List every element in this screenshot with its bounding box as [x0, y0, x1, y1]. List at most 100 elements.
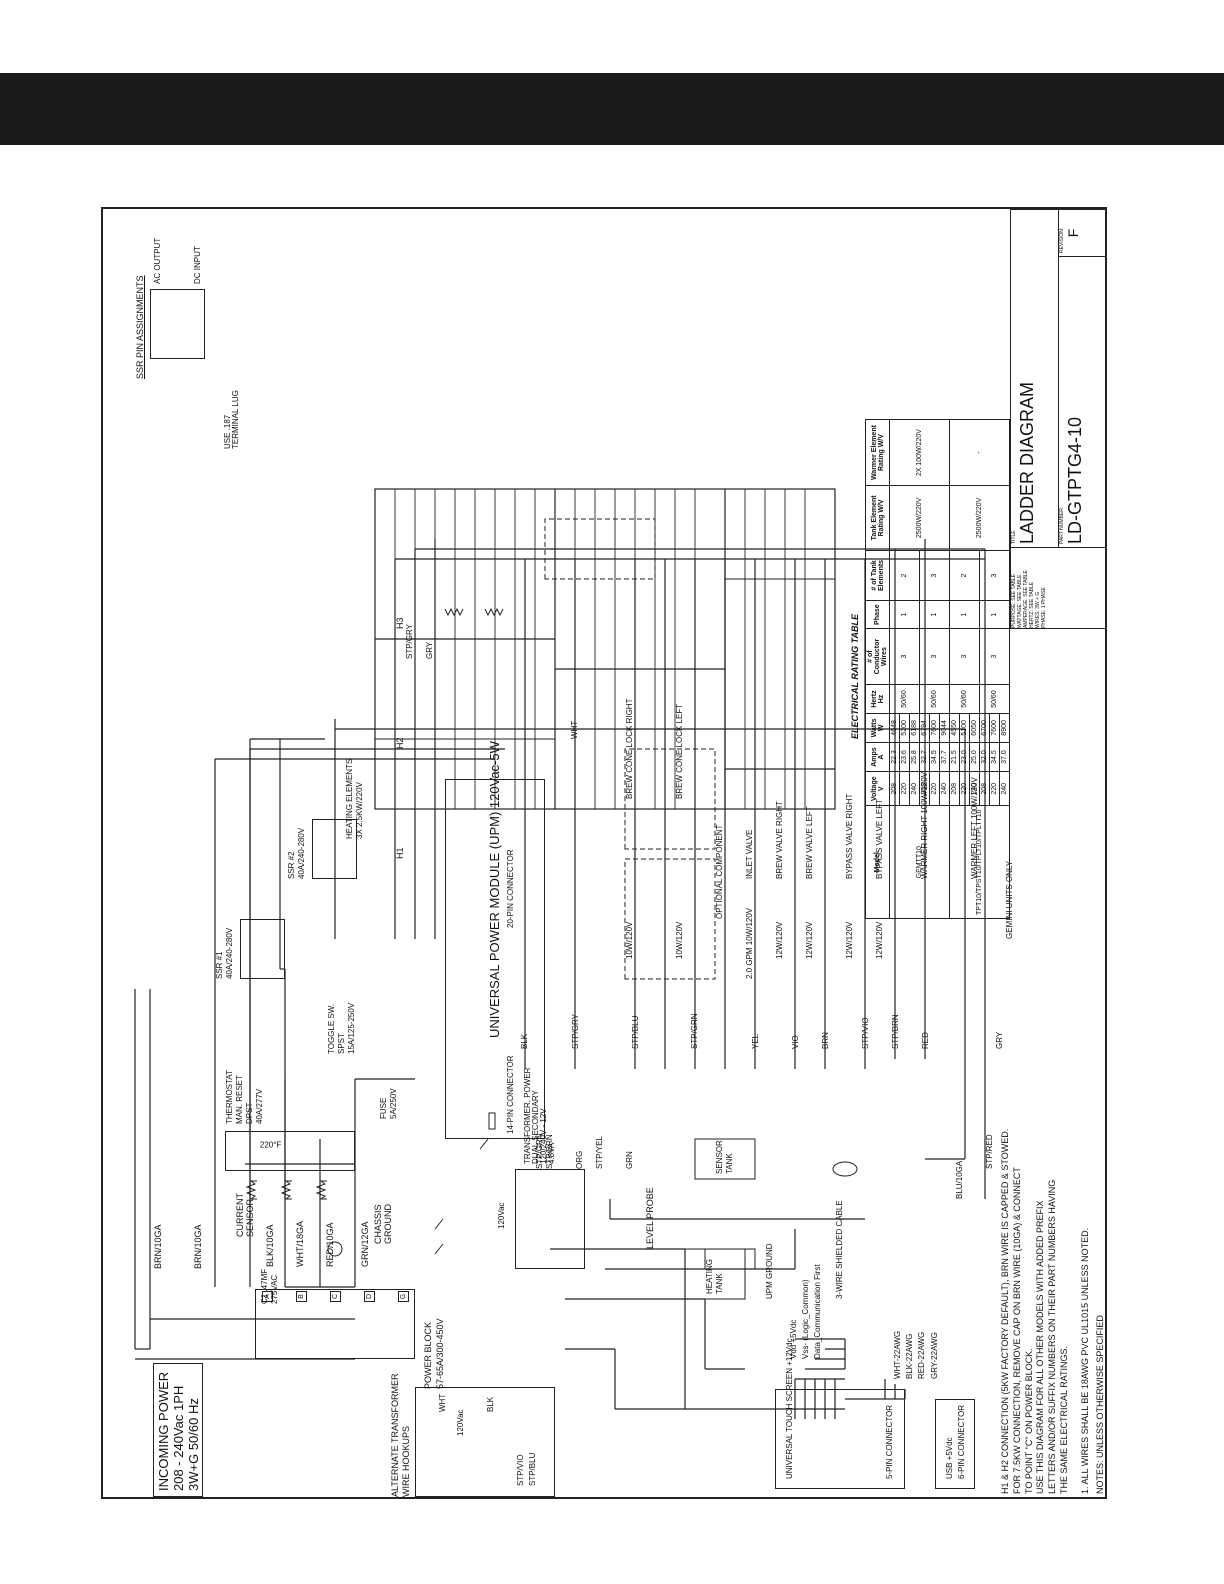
- load-12w-1: 12W/120V: [775, 921, 784, 959]
- rt-voltage: 240: [909, 771, 920, 806]
- rt-phase: 1: [919, 600, 950, 629]
- rt-amps: 23.0: [959, 742, 970, 772]
- rt-amps: 37.0: [999, 742, 1010, 772]
- alt-transformer-stpvio: STP/VIO: [516, 1454, 525, 1486]
- wire-stpred: STP/RED: [985, 1134, 994, 1169]
- wire-label-blk10: BLK/10GA: [265, 1224, 275, 1267]
- rating-table: Model Voltage V Amps A Watts W Hertz Hz …: [865, 419, 1010, 919]
- rt-phase: 1: [889, 600, 920, 629]
- rt-voltage: 220: [899, 771, 910, 806]
- thermostat-temp: 220°F: [259, 1140, 282, 1150]
- load-optional: OPTIONAL COMPONENT: [715, 824, 724, 919]
- wire-label-red10: RED/10GA: [325, 1222, 335, 1267]
- wire-blu10: BLU/10GA: [955, 1160, 964, 1199]
- load-brew-cone-right: BREW CONE LOCK RIGHT: [625, 698, 634, 799]
- alt-transformer-wht: WHT: [438, 1393, 447, 1412]
- thermostat-box: 220°F: [225, 1131, 355, 1171]
- ssr-pin-box: [150, 289, 205, 359]
- wire-red-out: RED: [921, 1032, 930, 1049]
- rt-voltage: 220: [929, 771, 940, 806]
- title-block: PURPOSE: SEE TABLE WATTAGE: SEE TABLE AM…: [1010, 209, 1106, 629]
- wire-label-wht18: WHT/18GA: [295, 1220, 305, 1267]
- load-bypass-right: BYPASS VALVE RIGHT: [845, 793, 854, 879]
- incoming-power-line3: 3W+G 50/60 Hz: [185, 1398, 201, 1491]
- alt-transformer-stpblu: STP/BLU: [528, 1452, 537, 1486]
- tb-part-cell: PART NUMBER: LD-GTPTG4-10: [1058, 256, 1106, 548]
- thermostat-label-2: MAN. RESET: [235, 1075, 244, 1124]
- rt-tanks: 3: [979, 550, 1010, 601]
- usb-box: [935, 1399, 975, 1489]
- alt-transformer-label-2: WIRE HOOKUPS: [401, 1425, 411, 1497]
- wire-stpyel: STP/YEL: [595, 1136, 604, 1169]
- load-brew-right: BREW VALVE RIGHT: [775, 801, 784, 879]
- fuse-label-1: FUSE: [379, 1097, 388, 1119]
- shield-vdd: Vdd +5Vdc: [789, 1319, 798, 1359]
- rt-wires: 3: [979, 628, 1010, 685]
- rt-phase: 1: [949, 600, 980, 629]
- rt-amps: 34.5: [989, 742, 1000, 772]
- tb-part-label: PART NUMBER:: [1058, 506, 1065, 544]
- rt-amps: 32.0: [979, 742, 990, 772]
- notes-title: NOTES: UNLESS OTHERWISE SPECIFIED: [1095, 1315, 1105, 1494]
- note-2b: LETTERS AND/OR SUFFIX NUMBERS ON THEIR P…: [1047, 1179, 1057, 1494]
- ssr-pin-ac: AC OUTPUT: [153, 237, 162, 284]
- rt-amps: 25.8: [909, 742, 920, 772]
- header-bar: [0, 73, 1224, 145]
- thermostat-label-4: 40A/277V: [255, 1088, 264, 1124]
- level-probe-label: LEVEL PROBE: [645, 1187, 655, 1249]
- rt-amps: 34.5: [929, 742, 940, 772]
- rt-watts: 9044: [939, 713, 950, 743]
- power-block-pin-d: D: [364, 1291, 375, 1302]
- rt-tanks: 3: [919, 550, 950, 601]
- rt-watts: 5200: [899, 713, 910, 743]
- thermostat-label-3: DPST: [245, 1102, 254, 1124]
- rt-h-tanks: # of Tank Elements: [865, 550, 890, 601]
- wire-stpgrn: STP/GRN: [535, 1133, 544, 1169]
- note-5a: H1 & H2 CONNECTION (5KW FACTORY DEFAULT)…: [1000, 1128, 1010, 1494]
- rt-hertz: 50/60: [979, 684, 1010, 714]
- tb-rev-cell: REVISION: F: [1058, 209, 1106, 257]
- ssr1-label-2: 40A/240-280V: [225, 927, 234, 979]
- note-1: 1. ALL WIRES SHALL BE 18AWG PVC UL1015 U…: [1080, 1227, 1090, 1494]
- rt-tanks: 2: [949, 550, 980, 601]
- wire-red22: RED-22AWG: [917, 1331, 926, 1379]
- rt-hertz: 50/60: [889, 684, 920, 714]
- rt-watts: 6188: [909, 713, 920, 743]
- wire-stpgrn-out: STP/GRN: [690, 1013, 699, 1049]
- incoming-power-line1: INCOMING POWER: [156, 1371, 171, 1491]
- wire-stpbrn-out: STP/BRN: [891, 1014, 900, 1049]
- power-block-pin-c: C: [330, 1291, 341, 1302]
- heating-tank-label-1: HEATING: [705, 1259, 714, 1294]
- alt-transformer-blk: BLK: [486, 1396, 495, 1412]
- sensor-tank-label-2: TANK: [725, 1153, 734, 1174]
- rt-amps: 23.6: [899, 742, 910, 772]
- thermostat-label-1: THERMOSTAT: [225, 1070, 234, 1124]
- alt-transformer-label-1: ALTERNATE TRANSFORMER: [390, 1373, 400, 1497]
- rt-model: GEMTT10: [889, 805, 950, 919]
- incoming-power-box: INCOMING POWER 208 - 240Vac 1PH 3W+G 50/…: [153, 1363, 203, 1497]
- rt-voltage: 208: [919, 771, 930, 806]
- heating-elements-label-2: 3X 2.5KW/220V: [355, 782, 364, 839]
- heating-tank-label-2: TANK: [715, 1273, 724, 1294]
- diagram-frame: INCOMING POWER 208 - 240Vac 1PH 3W+G 50/…: [101, 207, 1107, 1499]
- current-sensor-cap-2: 275VAC: [270, 1274, 279, 1304]
- rt-h-phase: Phase: [865, 600, 890, 629]
- current-sensor-label-1: CURRENT: [235, 1193, 245, 1237]
- tb-title-cell: TITLE LADDER DIAGRAM: [1010, 209, 1058, 548]
- tb-part: LD-GTPTG4-10: [1064, 416, 1085, 544]
- power-block-pin-g: G: [398, 1291, 409, 1302]
- power-block-label-1: POWER BLOCK: [423, 1321, 433, 1389]
- rt-amps: 21.5: [949, 742, 960, 772]
- rt-voltage: 220: [959, 771, 970, 806]
- shield-vss: Vss- (Logic_Common): [801, 1279, 810, 1359]
- wire-gry22: GRY-22AWG: [930, 1332, 939, 1379]
- ssr-pin-dc: DC INPUT: [193, 246, 202, 284]
- rt-watts: 4648: [889, 713, 900, 743]
- rt-watts: 6794: [919, 713, 930, 743]
- rt-h-tank-rating: Tank Element Rating W/V: [865, 485, 890, 551]
- wire-vio-out: VIO: [791, 1035, 800, 1049]
- rt-h-amps: Amps A: [865, 742, 890, 772]
- wire-gry-out: GRY: [995, 1031, 1004, 1049]
- load-brew-cone-left: BREW CONE LOCK LEFT: [675, 703, 684, 799]
